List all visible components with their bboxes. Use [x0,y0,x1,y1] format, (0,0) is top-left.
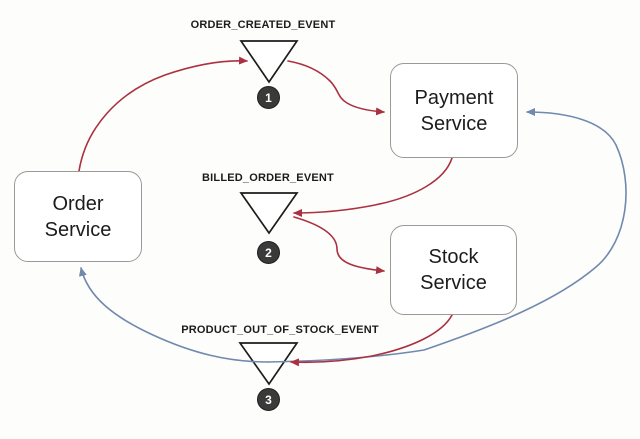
billed-order-event-triangle-icon [239,192,299,235]
payment-service-label-line1: Payment [414,86,494,109]
order-created-event-triangle-icon [239,40,299,84]
stock-service-label-line2: Service [420,272,487,294]
order-service-label-line1: Order [52,192,104,215]
service-box-payment: Payment Service [390,63,518,158]
step-badge-3: 3 [257,388,280,411]
service-box-stock: Stock Service [390,225,517,315]
product-out-of-stock-event-label: PRODUCT_OUT_OF_STOCK_EVENT [181,324,379,336]
edge-order-service-to-order-created-event [78,56,248,172]
service-box-order: Order Service [14,171,142,262]
billed-order-event-label: BILLED_ORDER_EVENT [202,172,334,184]
order-created-event-label: ORDER_CREATED_EVENT [190,19,336,31]
order-service-label-line2: Service [44,218,112,241]
edge-product-out-of-stock-to-order-service [78,267,269,363]
edge-order-created-event-to-payment-service [287,60,385,116]
edge-billed-order-event-to-stock-service [293,216,385,275]
product-out-of-stock-event-triangle-icon [238,342,299,386]
step-badge-1: 1 [257,86,280,109]
edge-product-out-of-stock-to-payment-service [267,108,627,363]
stock-service-label-line1: Stock [428,246,479,268]
step-badge-2: 2 [257,241,280,264]
edge-payment-service-to-billed-order-event [293,157,453,217]
edge-stock-service-to-product-out-of-stock-event [290,314,453,367]
payment-service-label-line2: Service [420,112,488,135]
